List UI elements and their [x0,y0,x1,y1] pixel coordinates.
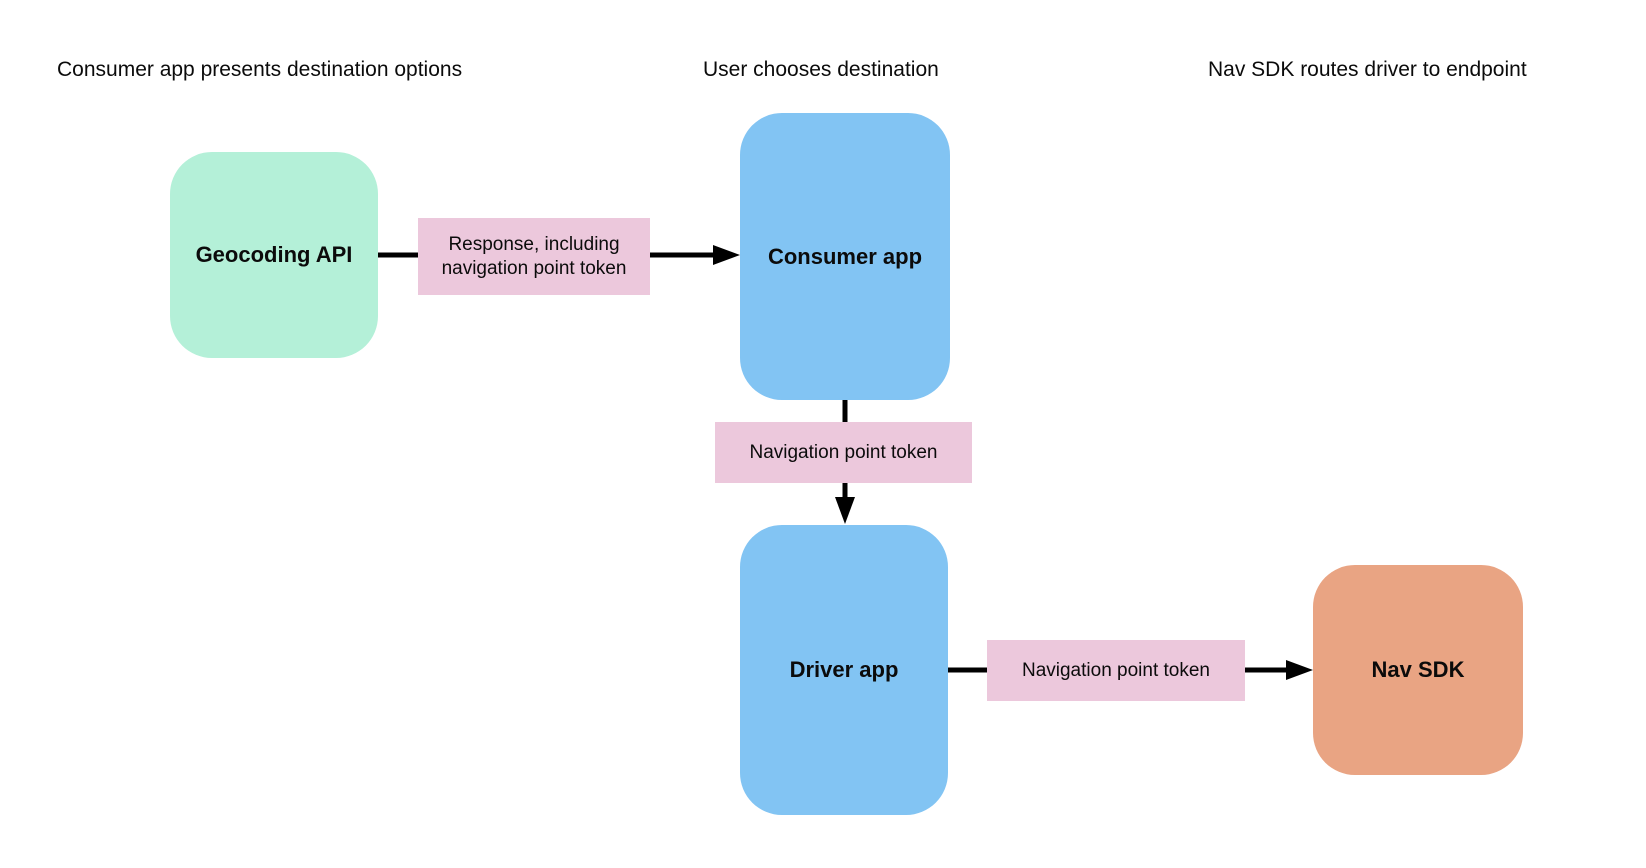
node-driver-app-label: Driver app [789,657,899,682]
step-header-user-chooses: User chooses destination [703,58,939,81]
edge-label-response-including-token-text: Response, including navigation point tok… [441,233,627,279]
node-nav-sdk-label: Nav SDK [1371,657,1465,682]
node-consumer-app: Consumer app [740,113,950,400]
edge-label-navigation-point-token-horizontal: Navigation point token [987,640,1245,701]
node-geocoding-api-label: Geocoding API [195,242,353,267]
edge-label-response-including-token: Response, including navigation point tok… [418,218,650,295]
edge-label-navigation-point-token-vertical: Navigation point token [715,422,972,483]
edge-label-navigation-point-token-horizontal-text: Navigation point token [1021,659,1210,681]
step-header-consumer-presents: Consumer app presents destination option… [57,58,463,81]
edge-label-navigation-point-token-vertical-text: Navigation point token [749,441,938,463]
step-header-navsdk-routes: Nav SDK routes driver to endpoint [1208,58,1527,81]
node-geocoding-api: Geocoding API [170,152,378,358]
node-nav-sdk: Nav SDK [1313,565,1523,775]
node-consumer-app-label: Consumer app [767,243,923,269]
node-driver-app: Driver app [740,525,948,815]
